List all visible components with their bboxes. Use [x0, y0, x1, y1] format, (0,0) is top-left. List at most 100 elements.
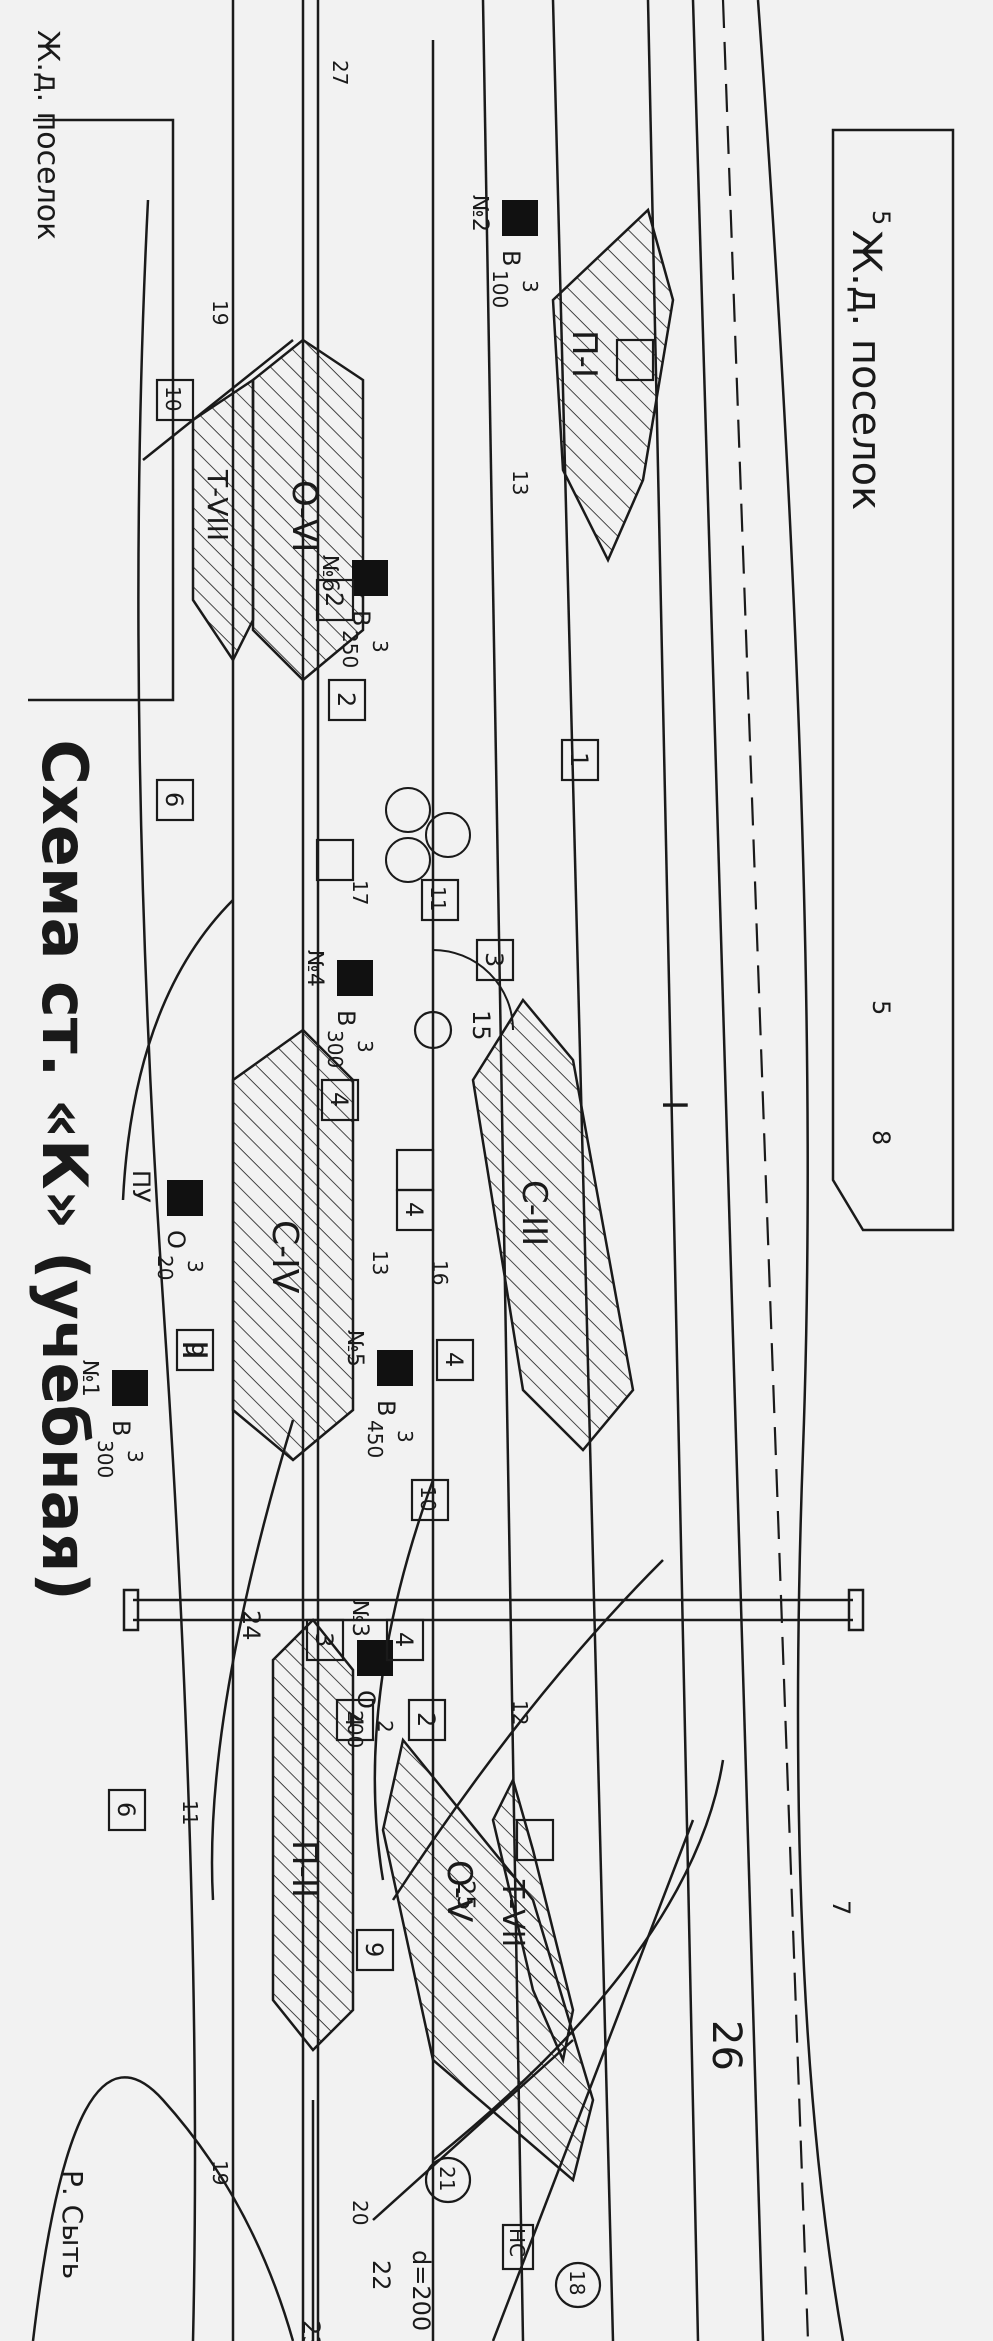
village-top-label: Ж.д. поселок	[30, 30, 65, 240]
post-n1-letter: В	[107, 1420, 135, 1436]
park-p2-label: П-II	[284, 1840, 324, 1898]
post-n1[interactable]: №1 В 3 300	[77, 1360, 148, 1478]
park-p2: П-II	[271, 1618, 355, 2052]
box-2c-label: 2	[412, 1712, 440, 1727]
label-24: 24	[237, 1610, 265, 1641]
post-n4[interactable]: №4 В 3 300	[302, 950, 377, 1068]
dashed-track	[721, 0, 810, 2341]
main-track-2-label: II	[174, 1340, 214, 1360]
label-diameter: d=200	[407, 2250, 435, 2331]
pump-station: 18 21 НС	[424, 2156, 602, 2309]
post-n6-top: 3	[368, 640, 392, 653]
post-n5-letter: В	[372, 1400, 400, 1416]
park-o6-label: О-VI	[284, 480, 324, 552]
post-n3-bottom: 200	[343, 1710, 367, 1748]
box-4e-label: 4	[340, 1712, 368, 1727]
main-track-1-label: I	[654, 1100, 694, 1110]
river-label: Р. Сыть	[56, 2170, 89, 2279]
box-17-label: 17	[348, 880, 372, 905]
post-n2-top: 3	[518, 280, 542, 293]
park-t8-label: Т-VIII	[201, 469, 234, 541]
label-25: 25	[452, 1880, 480, 1911]
box-4a-label: 4	[325, 1092, 353, 1107]
park-c4: С-IV	[231, 1028, 355, 1462]
box-10a-label: 10	[161, 386, 185, 411]
box-12-label: 12	[508, 1700, 532, 1725]
post-n1-number: №1	[77, 1360, 102, 1397]
park-o5-label: О-V	[439, 1860, 479, 1922]
circle-18-label: 18	[565, 2270, 589, 2295]
post-n2[interactable]: №2 В 3 100	[467, 195, 542, 308]
post-n2-number: №2	[467, 195, 492, 232]
circle-21-label: 21	[435, 2166, 459, 2191]
box-20-label: 20	[348, 2200, 372, 2225]
post-n5-number: №5	[342, 1330, 367, 1367]
box-4b-label: 4	[400, 1202, 428, 1217]
post-n4-top: 3	[353, 1040, 377, 1053]
post-n3-top: 2	[373, 1720, 397, 1733]
box-4d-label: 4	[390, 1632, 418, 1647]
box-13a-label: 13	[368, 1250, 392, 1275]
box-3b-label: 3	[310, 1632, 338, 1647]
box-5a-label: 5	[867, 210, 895, 225]
park-c4-label: С-IV	[264, 1220, 305, 1294]
post-n4-letter: В	[332, 1010, 360, 1026]
village-bottom-label: Ж.д. поселок	[843, 230, 889, 510]
box-26-label: 26	[703, 2020, 749, 2071]
village-bottom-area: Ж.д. поселок	[831, 128, 955, 1232]
box-2b-label: 2	[320, 592, 348, 607]
box-16-label: 16	[428, 1260, 452, 1285]
post-pu-top: 3	[183, 1260, 207, 1273]
post-n2-bottom: 100	[488, 270, 512, 308]
park-t8: Т-VIII	[191, 377, 255, 663]
pump-station-label: НС	[505, 2228, 529, 2257]
village-top: Ж.д. поселок	[28, 30, 175, 702]
post-pu-number: ПУ	[127, 1170, 155, 1203]
post-n2-letter: В	[497, 250, 525, 266]
box-13b-label: 13	[508, 470, 532, 495]
box-2a-label: 2	[332, 692, 360, 707]
post-n5-bottom: 450	[363, 1420, 387, 1458]
box-1-label: 1	[565, 752, 593, 767]
post-n4-bottom: 300	[323, 1030, 347, 1068]
box-4c-label: 4	[440, 1352, 468, 1367]
post-n5-top: 3	[393, 1430, 417, 1443]
post-pu[interactable]: ПУ О 3 20	[127, 1170, 207, 1280]
post-n6-bottom: 250	[338, 630, 362, 668]
box-9a-label: 9	[180, 1342, 208, 1357]
post-n6-letter: В	[347, 610, 375, 626]
box-11a-label: 11	[426, 886, 450, 911]
post-n4-number: №4	[302, 950, 327, 987]
post-n3-number: №3	[347, 1600, 372, 1637]
label-22: 22	[367, 2260, 395, 2291]
park-t7: Т-VII	[491, 1776, 575, 2065]
label-23: 23	[297, 2320, 325, 2341]
box-3a-label: 3	[480, 952, 508, 967]
post-n5[interactable]: №5 В 3 450	[342, 1330, 417, 1458]
park-c3-label: С-III	[514, 1180, 554, 1246]
page-title: Схема ст. «К» (учебная)	[28, 739, 101, 1600]
post-pu-letter: О	[162, 1230, 190, 1249]
box-27-label: 27	[328, 60, 352, 85]
park-p1-label: П-I	[564, 330, 604, 378]
turntable-15: 15	[413, 949, 514, 1050]
river: Р. Сыть	[31, 2076, 295, 2341]
box-5b-label: 5	[867, 1000, 895, 1015]
numbered-boxes	[107, 338, 655, 1972]
box-19a-label: 19	[208, 300, 232, 325]
park-c3: С-III	[471, 997, 635, 1452]
box-10b-label: 10	[416, 1486, 440, 1511]
park-o6: О-VI	[251, 338, 365, 682]
box-6a-label: 6	[160, 792, 188, 807]
box-11b-label: 11	[178, 1800, 202, 1825]
post-n1-bottom: 300	[93, 1440, 117, 1478]
box-8-label: 8	[867, 1130, 895, 1145]
overpass	[122, 1588, 865, 1632]
turntable-label: 15	[467, 1010, 495, 1041]
park-p1: П-I	[551, 207, 675, 563]
post-pu-bottom: 20	[153, 1255, 177, 1280]
wheel-icons	[385, 787, 471, 883]
